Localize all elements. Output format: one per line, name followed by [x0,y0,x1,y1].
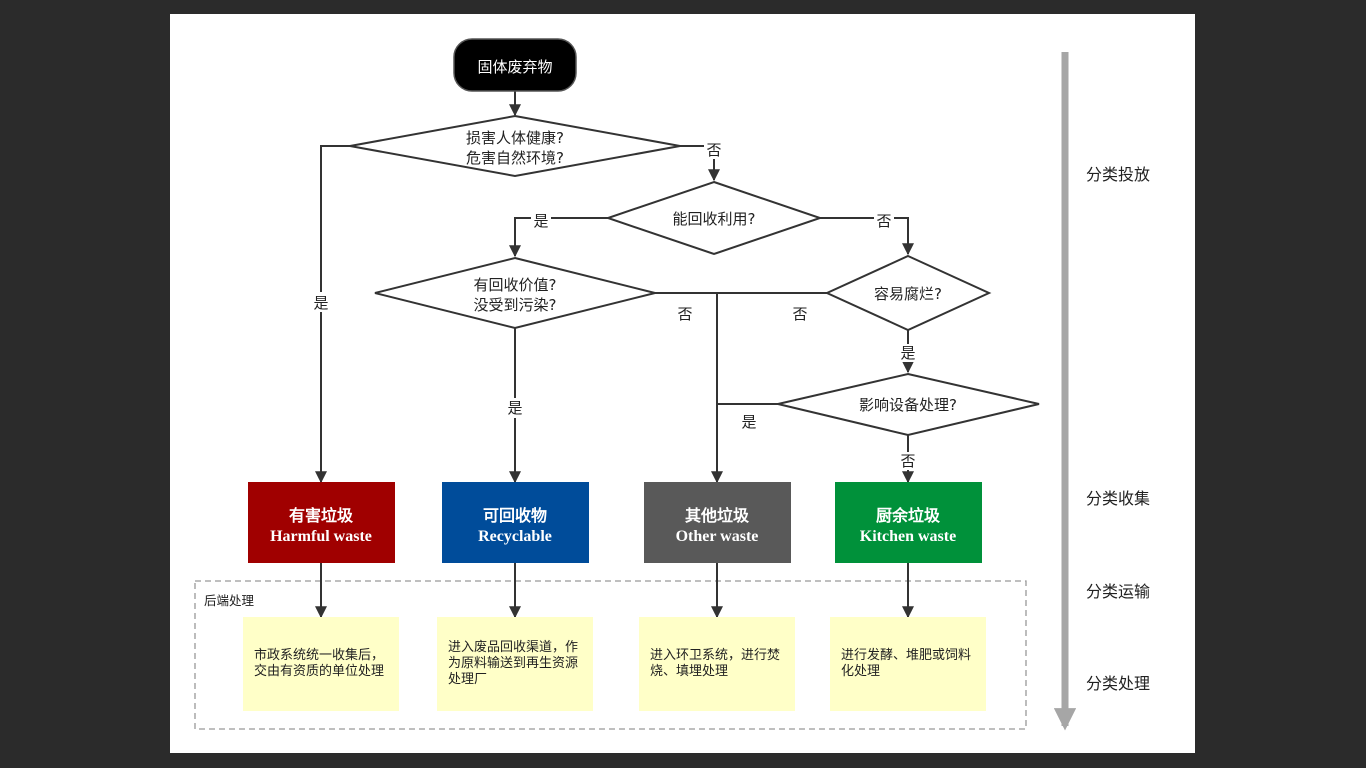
category-harmful: 有害垃圾 Harmful waste [248,482,395,563]
flowchart-svg: 后端处理 固体废弃物 损害人体健康? 危害自然环境? 能回收利用? [194,38,1150,731]
category-other-box [644,482,791,563]
flowchart-canvas: 后端处理 固体废弃物 损害人体健康? 危害自然环境? 能回收利用? [170,14,1195,753]
category-kitchen-subtitle: Kitchen waste [860,528,956,545]
note-harmful: 市政系统统一收集后，交由有资质的单位处理 [243,617,399,711]
edge-d2-yes [509,217,608,258]
label-d1-no: 否 [706,141,721,159]
label-d2-no: 否 [876,212,891,230]
category-recyclable: 可回收物 Recyclable [442,482,589,563]
label-d5-yes: 是 [741,413,756,431]
decision-health-line1: 损害人体健康? [466,129,564,147]
label-d3-yes: 是 [507,399,522,417]
stage-sort-collect: 分类收集 [1086,489,1150,508]
label-d3-no: 否 [677,305,692,323]
label-d4-no: 否 [792,305,807,323]
category-recyclable-subtitle: Recyclable [478,528,552,545]
note-other: 进入环卫系统，进行焚烧、填埋处理 [639,617,795,711]
decision-equipment-label: 影响设备处理? [859,396,957,414]
category-harmful-title: 有害垃圾 [289,506,354,525]
label-d1-yes: 是 [313,294,328,312]
backend-label: 后端处理 [204,593,255,608]
decision-perishable-label: 容易腐烂? [874,285,942,303]
decision-value-line1: 有回收价值? [474,276,557,294]
edge-d1-yes [315,145,350,484]
note-recyclable-text: 进入废品回收渠道，作为原料输送到再生资源处理厂 [448,640,579,687]
category-harmful-subtitle: Harmful waste [270,528,372,545]
category-kitchen: 厨余垃圾 Kitchen waste [835,482,982,563]
label-d2-yes: 是 [533,212,548,230]
decision-value [374,256,656,330]
note-harmful-text: 市政系统统一收集后，交由有资质的单位处理 [254,648,385,679]
stage-sort-transport: 分类运输 [1086,582,1150,601]
category-kitchen-box [835,482,982,563]
note-other-text: 进入环卫系统，进行焚烧、填埋处理 [650,648,781,679]
decision-recyclable [604,180,824,256]
note-kitchen-text: 进行发酵、堆肥或饲料化处理 [841,648,972,679]
category-recyclable-box [442,482,589,563]
category-recyclable-title: 可回收物 [483,506,547,525]
stage-sort-dispose: 分类投放 [1086,165,1150,184]
decision-value-line2: 没受到污染? [474,296,557,314]
decision-equipment [777,372,1040,437]
category-other: 其他垃圾 Other waste [644,482,791,563]
start-label: 固体废弃物 [477,58,552,76]
note-recyclable: 进入废品回收渠道，作为原料输送到再生资源处理厂 [437,617,593,711]
category-other-title: 其他垃圾 [685,506,750,525]
start-node [453,38,577,92]
decision-health [349,114,681,178]
backend-frame [194,580,1027,730]
decision-perishable [824,254,992,332]
edge-d2-no [820,217,914,256]
category-harmful-box [248,482,395,563]
category-other-subtitle: Other waste [676,528,759,545]
decision-health-line2: 危害自然环境? [466,149,564,167]
note-kitchen: 进行发酵、堆肥或饲料化处理 [830,617,986,711]
stage-sort-process: 分类处理 [1086,674,1150,693]
label-d5-no: 否 [900,452,915,470]
category-kitchen-title: 厨余垃圾 [876,506,941,525]
decision-recyclable-label: 能回收利用? [673,210,756,228]
label-d4-yes: 是 [900,344,915,362]
